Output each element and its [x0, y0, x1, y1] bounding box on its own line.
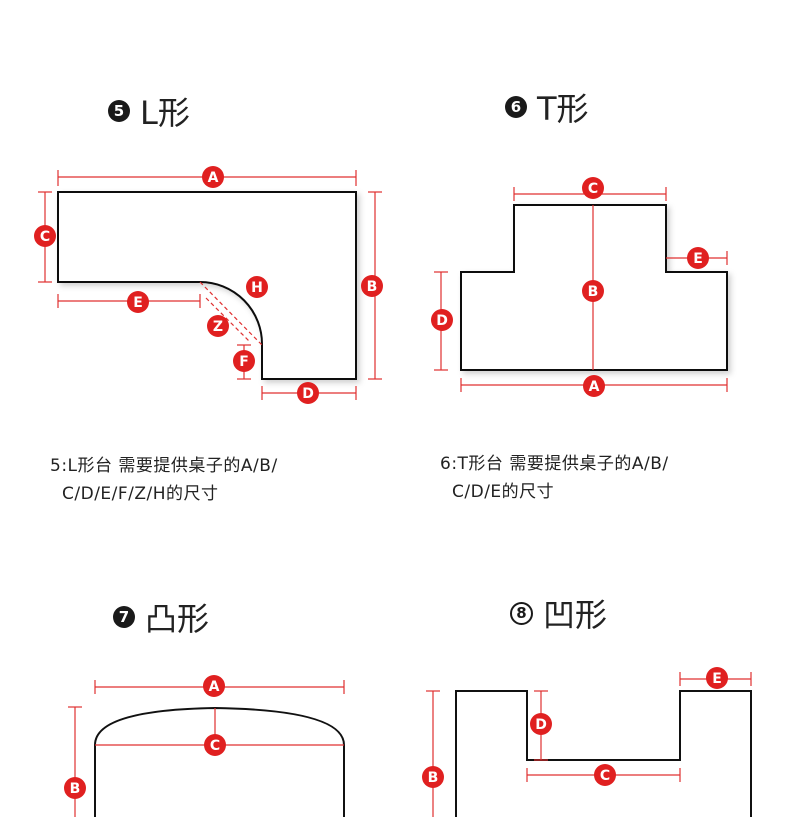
heading-t-shape: 6 T形 [505, 84, 589, 130]
diagram-convex-shape: A C B [64, 675, 345, 817]
label-z: Z [207, 315, 229, 337]
svg-text:C: C [210, 738, 220, 754]
label-d: D [530, 713, 552, 735]
label-d: D [297, 382, 319, 404]
label-c: C [204, 734, 226, 756]
label-h: H [246, 276, 268, 298]
label-e: E [127, 291, 149, 313]
number-badge: 7 [113, 606, 135, 628]
caption-line: C/D/E/F/Z/H的尺寸 [62, 484, 219, 504]
svg-text:D: D [535, 717, 547, 733]
label-c: C [594, 764, 616, 786]
heading-title: 凸形 [145, 600, 210, 638]
label-a: A [203, 675, 225, 697]
concave-shape-outline [455, 690, 752, 817]
label-c: C [582, 177, 604, 199]
heading-title: L形 [140, 94, 190, 132]
label-e: E [687, 247, 709, 269]
svg-text:D: D [436, 313, 448, 329]
number-badge: 8 [510, 601, 533, 625]
heading-l-shape: 5 L形 [108, 88, 190, 134]
number-badge: 6 [505, 96, 527, 118]
svg-text:E: E [693, 251, 703, 267]
diagram-concave-shape: E D C B [422, 667, 752, 817]
svg-text:E: E [712, 671, 722, 687]
label-b: B [582, 280, 604, 302]
svg-text:A: A [209, 679, 220, 695]
diagram-t-shape: C E B D A [431, 177, 728, 397]
label-b: B [361, 275, 383, 297]
svg-text:E: E [133, 295, 143, 311]
svg-text:B: B [367, 279, 378, 295]
label-e: E [706, 667, 728, 689]
diagram-l-shape: A C B E H Z F D [34, 166, 383, 404]
svg-text:B: B [588, 284, 599, 300]
svg-text:A: A [208, 170, 219, 186]
caption-line: 6:T形台 需要提供桌子的A/B/ [440, 454, 669, 474]
svg-text:C: C [40, 229, 50, 245]
caption-line: 5:L形台 需要提供桌子的A/B/ [50, 456, 278, 476]
label-d: D [431, 309, 453, 331]
svg-text:F: F [239, 354, 249, 370]
heading-title: T形 [537, 90, 589, 128]
caption-line: C/D/E的尺寸 [452, 482, 555, 502]
svg-text:B: B [70, 781, 81, 797]
heading-convex-shape: 7 凸形 [113, 594, 209, 640]
label-a: A [583, 375, 605, 397]
caption-t-shape: 6:T形台 需要提供桌子的A/B/ C/D/E的尺寸 [440, 450, 669, 506]
label-b: B [64, 777, 86, 799]
number-badge: 5 [108, 100, 130, 122]
convex-shape-outline [94, 706, 345, 817]
label-b: B [422, 766, 444, 788]
svg-text:D: D [302, 386, 314, 402]
heading-title: 凹形 [543, 596, 608, 634]
svg-text:B: B [428, 770, 439, 786]
svg-text:H: H [251, 280, 263, 296]
svg-text:Z: Z [213, 319, 223, 335]
svg-text:A: A [589, 379, 600, 395]
l-shape-outline [57, 191, 357, 380]
svg-text:C: C [588, 181, 598, 197]
label-a: A [202, 166, 224, 188]
svg-text:C: C [600, 768, 610, 784]
label-c: C [34, 225, 56, 247]
heading-concave-shape: 8 凹形 [510, 590, 607, 636]
label-f: F [233, 350, 255, 372]
caption-l-shape: 5:L形台 需要提供桌子的A/B/ C/D/E/F/Z/H的尺寸 [50, 452, 278, 508]
